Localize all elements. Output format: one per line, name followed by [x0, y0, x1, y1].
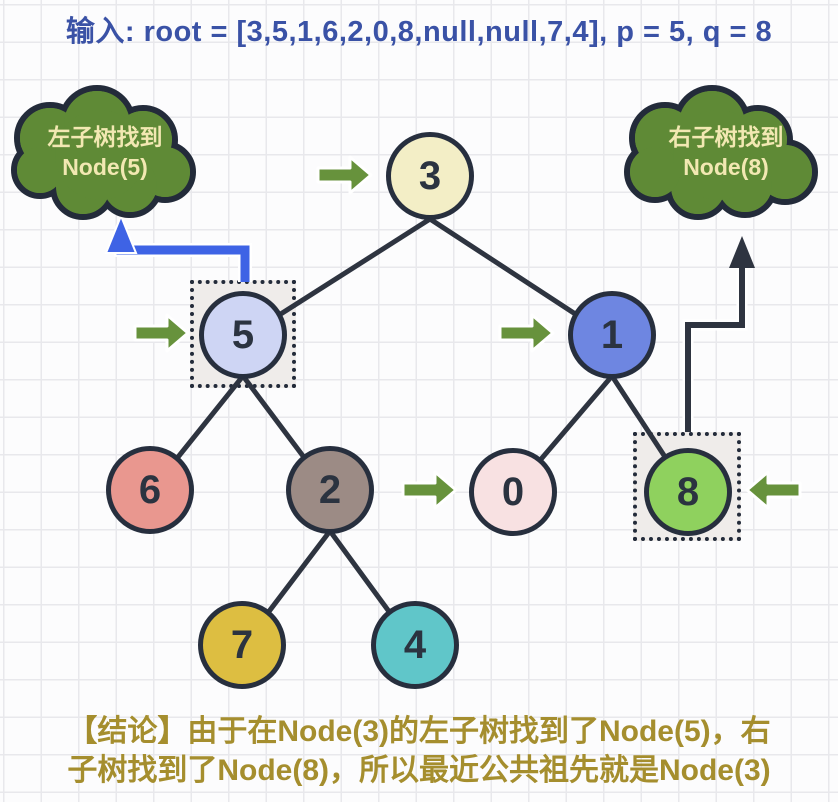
right-callout-label: 右子树找到 Node(8) [636, 122, 816, 182]
blue-arrow-node5-to-cloud [104, 213, 252, 282]
tree-node-7: 7 [198, 601, 286, 689]
black-arrow-head-icon [729, 236, 755, 268]
blue-arrow-casing [114, 242, 252, 282]
left-callout-line2: Node(5) [62, 154, 148, 180]
green-arrow-icon-node-5 [133, 313, 190, 353]
conclusion-text: 【结论】由于在Node(3)的左子树找到了Node(5)，右 子树找到了Node… [0, 712, 838, 790]
left-callout-line1: 左子树找到 [47, 124, 163, 150]
right-callout-line1: 右子树找到 [668, 124, 784, 150]
blue-arrow-head-icon [104, 213, 138, 254]
left-callout-label: 左子树找到 Node(5) [22, 122, 188, 182]
tree-node-8: 8 [644, 448, 732, 536]
tree-node-3: 3 [386, 132, 474, 220]
green-arrow-icon-node-3 [316, 155, 373, 195]
input-title: 输入: root = [3,5,1,6,2,0,8,null,null,7,4]… [65, 16, 773, 48]
tree-node-0: 0 [469, 448, 557, 536]
black-arrow-line [685, 260, 745, 432]
tree-node-2: 2 [286, 446, 374, 534]
black-arrow-node8-to-cloud [682, 236, 755, 432]
green-arrow-icon-node-8 [745, 470, 802, 510]
green-arrow-icon-node-0 [401, 470, 458, 510]
conclusion-line1: 【结论】由于在Node(3)的左子树找到了Node(5)，右 [67, 715, 771, 748]
green-arrow-icon-node-1 [498, 313, 555, 353]
tree-node-6: 6 [106, 446, 194, 534]
tree-node-1: 1 [568, 291, 656, 379]
conclusion-line2: 子树找到了Node(8)，所以最近公共祖先就是Node(3) [67, 754, 771, 787]
black-arrow-casing [682, 262, 748, 432]
tree-node-5: 5 [199, 291, 287, 379]
tree-node-4: 4 [371, 601, 459, 689]
right-callout-line2: Node(8) [683, 154, 769, 180]
blue-arrow-line [116, 240, 250, 282]
